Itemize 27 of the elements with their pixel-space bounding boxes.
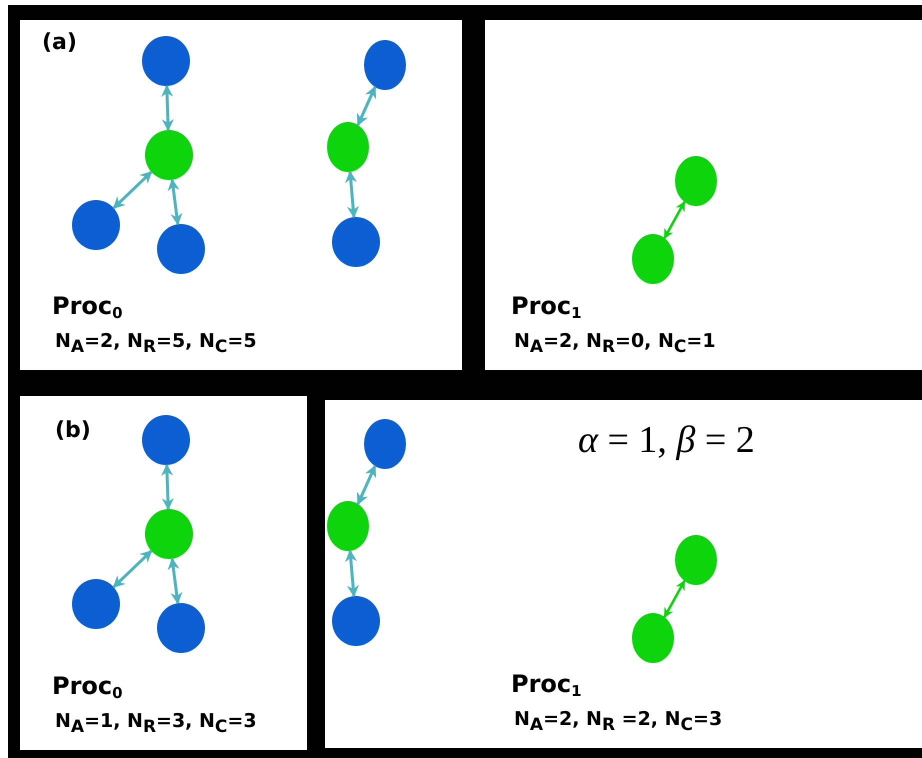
arrow <box>112 550 152 588</box>
arrow <box>345 170 359 218</box>
arrow <box>168 558 182 604</box>
process-title: Proc$_{1}$ <box>511 292 582 320</box>
process-panel <box>485 20 922 370</box>
process-title: Proc$_{0}$ <box>52 672 123 700</box>
arrow <box>356 86 376 126</box>
panel-letter: (b) <box>55 418 91 443</box>
panel-letter: (a) <box>42 30 77 55</box>
arrow <box>663 201 686 239</box>
arrow <box>356 464 376 506</box>
arrow <box>663 580 686 618</box>
process-title: Proc$_{1}$ <box>511 670 582 698</box>
arrow <box>345 550 359 598</box>
process-counts: N$_{A}$=1, N$_{R}$=3, N$_{C}$=3 <box>55 710 257 732</box>
arrow <box>112 170 152 210</box>
process-title: Proc$_{0}$ <box>52 292 123 320</box>
process-panel <box>325 400 922 748</box>
arrow <box>161 464 174 510</box>
arrow <box>161 84 174 132</box>
process-panel <box>20 396 307 750</box>
process-panel <box>20 20 462 370</box>
process-counts: N$_{A}$=2, N$_{R}$ =2, N$_{C}$=3 <box>514 708 722 730</box>
process-counts: N$_{A}$=2, N$_{R}$=0, N$_{C}$=1 <box>514 330 716 352</box>
process-counts: N$_{A}$=2, N$_{R}$=5, N$_{C}$=5 <box>55 330 257 352</box>
arrow <box>168 178 182 226</box>
parameter-equation: α = 1, β = 2 <box>578 418 755 462</box>
